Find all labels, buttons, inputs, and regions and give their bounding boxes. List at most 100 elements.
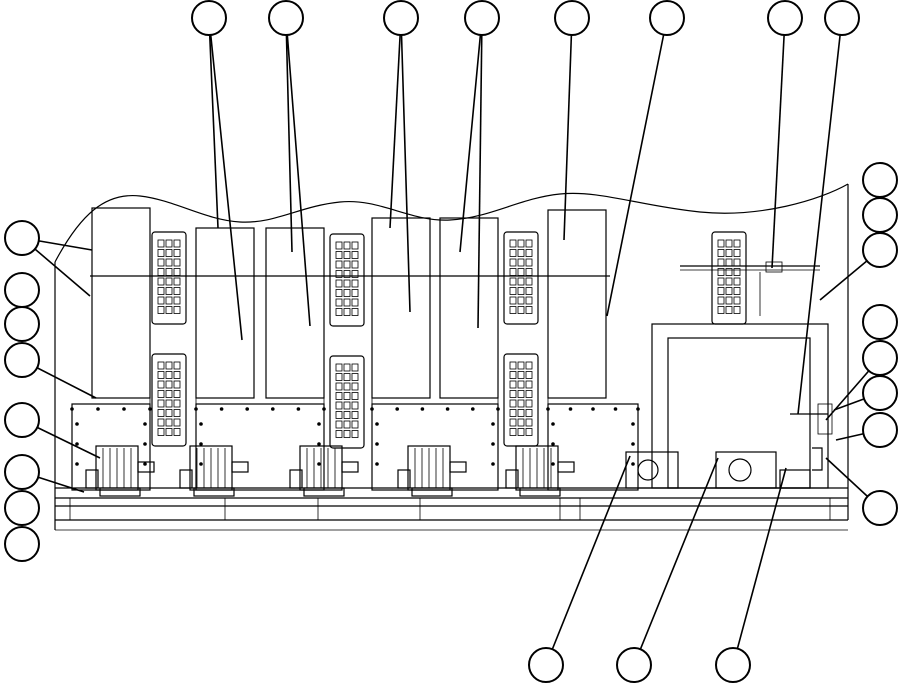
leader-line (797, 17, 843, 415)
callout-circle (862, 412, 898, 448)
bolt (551, 442, 555, 446)
callout-circle (4, 402, 40, 438)
ventilation-grilles (151, 231, 747, 449)
leader-line (208, 17, 219, 229)
enclosure-cutaway-edge (54, 183, 849, 263)
callout-circle (464, 0, 500, 36)
bolt (271, 407, 275, 411)
bolt (370, 407, 374, 411)
motor-assemblies (85, 445, 575, 497)
leader-line (771, 17, 786, 269)
bolt (296, 407, 301, 411)
leader-line (633, 457, 719, 666)
bolt (143, 442, 147, 446)
ventilation-grille (503, 353, 539, 447)
upper-access-panels (91, 207, 607, 399)
callout-circle (268, 0, 304, 36)
callout-circle (4, 454, 40, 490)
bolt (70, 407, 74, 411)
callout-circles (4, 0, 898, 683)
bolt (496, 407, 500, 411)
callout-circle (383, 0, 419, 36)
bolt (631, 422, 635, 426)
bolt (471, 407, 475, 411)
callout-circle (528, 647, 564, 683)
bolt (199, 422, 203, 426)
bolt (546, 407, 550, 411)
bolt (551, 422, 555, 426)
bolt (317, 422, 321, 426)
motor-assembly (179, 445, 249, 497)
ventilation-grille (151, 231, 187, 325)
callout-circle (4, 272, 40, 308)
callout-circle (4, 220, 40, 256)
callout-circle (862, 232, 898, 268)
bolt (445, 407, 450, 411)
bolt (194, 407, 198, 411)
bolt (143, 462, 147, 466)
callout-circle (4, 342, 40, 378)
leader-line (732, 467, 787, 666)
bolt (148, 407, 152, 411)
leader-lines (21, 17, 881, 666)
callout-circle (649, 0, 685, 36)
bolt (613, 407, 618, 411)
bolt (317, 462, 321, 466)
callout-circle (616, 647, 652, 683)
ventilation-grille (503, 231, 539, 325)
bolt (591, 407, 595, 411)
callout-circle (554, 0, 590, 36)
callout-circle (862, 162, 898, 198)
bolt (143, 422, 147, 426)
callout-circle (862, 304, 898, 340)
leader-line (459, 17, 483, 253)
bolt (122, 407, 126, 411)
bolt (568, 407, 573, 411)
bolt (199, 442, 203, 446)
bolt (219, 407, 224, 411)
bolt (420, 407, 425, 411)
motor-assembly (85, 445, 155, 497)
leader-line (389, 17, 402, 229)
leader-line (285, 17, 293, 253)
callout-circle (862, 490, 898, 526)
leader-line (400, 17, 411, 313)
bolt (375, 422, 379, 426)
ventilation-grille (329, 355, 365, 449)
bolt (491, 462, 495, 466)
ventilation-grille (151, 353, 187, 447)
bolt (375, 442, 379, 446)
callout-circle (715, 647, 751, 683)
bolt (245, 407, 249, 411)
motor-assembly (505, 445, 575, 497)
bolt (636, 407, 640, 411)
motor-assembly (289, 445, 359, 497)
bolt (491, 442, 495, 446)
bolt (96, 407, 100, 411)
bolt (375, 462, 379, 466)
bolt (491, 422, 495, 426)
callout-circle (4, 526, 40, 562)
lower-access-panels (70, 403, 640, 491)
callout-circle (4, 490, 40, 526)
cable-rail (680, 261, 820, 316)
bolt (75, 442, 79, 446)
bolt (199, 462, 203, 466)
bolt (322, 407, 326, 411)
callout-circle (824, 0, 860, 36)
ventilation-grille (711, 231, 747, 325)
bolt (551, 462, 555, 466)
leader-line (606, 17, 668, 317)
callout-circle (862, 375, 898, 411)
callout-circle (191, 0, 227, 36)
bolt (631, 442, 635, 446)
bolt (631, 462, 635, 466)
leader-line (208, 17, 243, 341)
bolt (317, 442, 321, 446)
callout-circle (4, 306, 40, 342)
leader-line (545, 455, 631, 666)
motor-assembly (397, 445, 467, 497)
leader-line (285, 17, 311, 327)
callout-circle (862, 340, 898, 376)
